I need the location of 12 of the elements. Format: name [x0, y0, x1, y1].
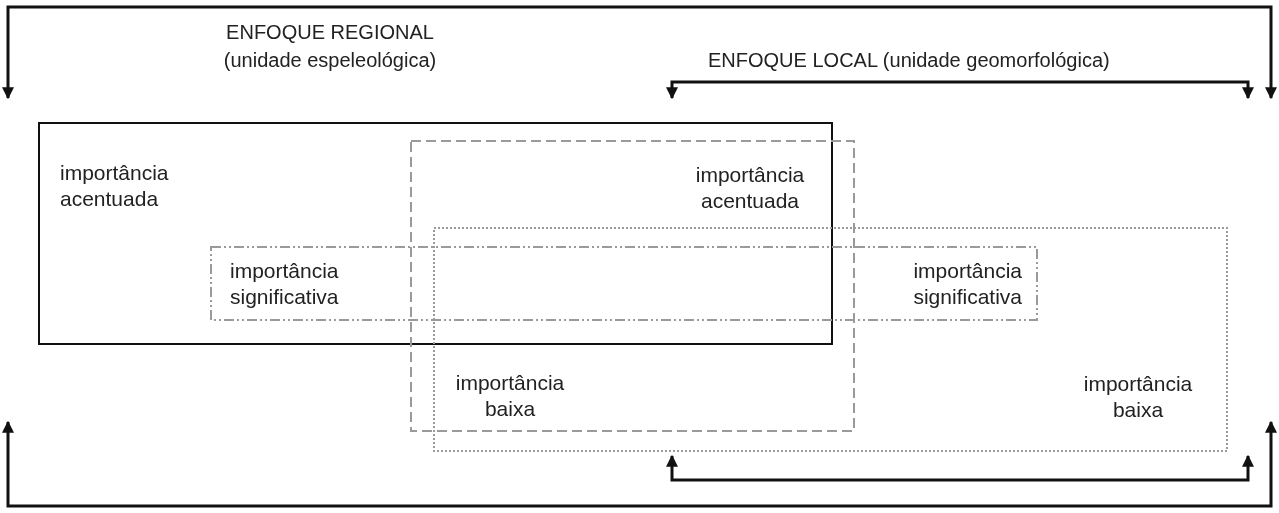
importance-text: importância significativa [230, 258, 340, 311]
importance-text: importância acentuada [694, 162, 806, 215]
region-box [433, 227, 1228, 452]
region-box [210, 246, 1038, 321]
approach-label: ENFOQUE LOCAL (unidade geomorfológica) [708, 48, 1110, 73]
region-box [410, 140, 855, 432]
importance-text: importância baixa [454, 370, 566, 423]
importance-text: importância acentuada [60, 160, 170, 213]
region-box [38, 122, 833, 345]
approach-label: ENFOQUE REGIONAL (unidade espeleológica) [222, 20, 438, 73]
importance-text: importância significativa [912, 258, 1022, 311]
importance-text: importância baixa [1082, 371, 1194, 424]
